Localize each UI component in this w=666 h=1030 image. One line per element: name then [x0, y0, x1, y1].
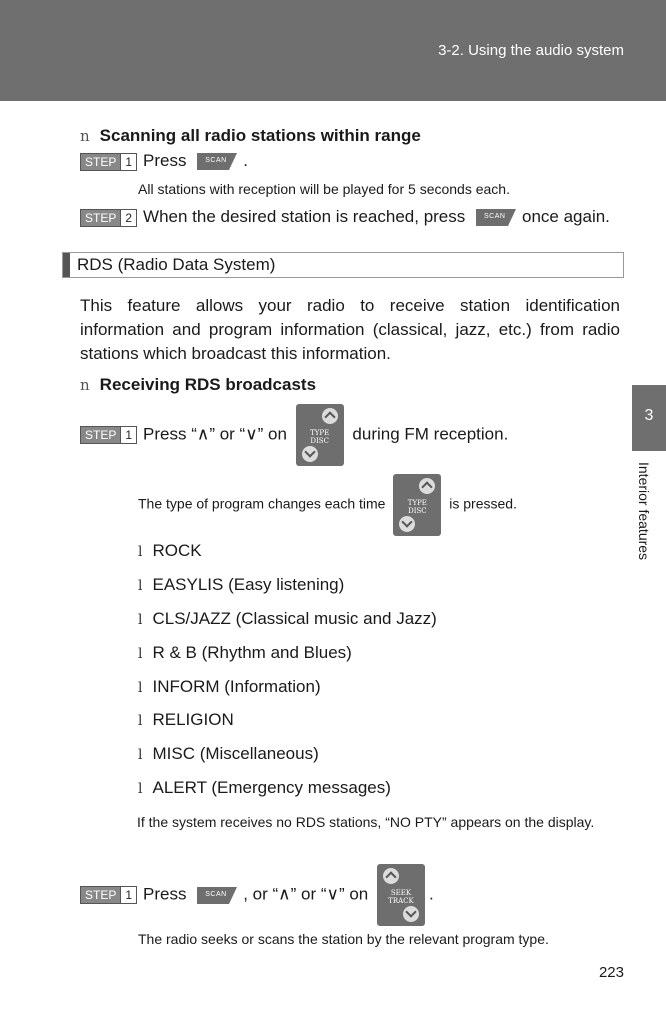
section-marker [63, 253, 70, 277]
list-item: l R & B (Rhythm and Blues) [138, 643, 352, 663]
step-text: Press [143, 884, 187, 904]
step-label: STEP [81, 887, 121, 903]
list-bullet: l [138, 781, 143, 797]
list-bullet: l [138, 713, 143, 729]
chapter-label: Interior features [636, 462, 652, 561]
step-text-end: . [243, 151, 248, 170]
list-item: l EASYLIS (Easy listening) [138, 575, 344, 595]
step-text: Press “∧” or “∨” on [143, 424, 287, 444]
program-type: MISC (Miscellaneous) [152, 744, 319, 763]
heading-bullet: n [80, 127, 90, 145]
chapter-tab: 3 [632, 385, 666, 451]
type-note-text-end: is pressed. [449, 495, 517, 512]
program-type: CLS/JAZZ (Classical music and Jazz) [152, 609, 437, 628]
program-type: ALERT (Emergency messages) [152, 778, 391, 797]
rds-intro: This feature allows your radio to receiv… [80, 296, 620, 363]
scan-button-label: SCAN [484, 213, 506, 221]
step-number: 1 [120, 887, 136, 903]
down-arrow-icon [301, 446, 318, 462]
step-label: STEP [81, 209, 121, 226]
list-bullet: l [138, 578, 143, 594]
step-text: Press [143, 151, 187, 170]
type-label: TYPE [310, 429, 330, 437]
disc-label: DISC [310, 437, 329, 445]
program-type: R & B (Rhythm and Blues) [152, 643, 352, 662]
step-text-end: during FM reception. [352, 424, 509, 444]
type-change-note: The type of program changes each time TY… [138, 474, 517, 536]
step-text-mid: , or “∧” or “∨” on [243, 884, 369, 904]
scan-button-icon: SCAN [474, 207, 518, 228]
list-item: l ALERT (Emergency messages) [138, 778, 391, 798]
list-item: l CLS/JAZZ (Classical music and Jazz) [138, 609, 437, 629]
list-bullet: l [138, 612, 143, 628]
track-label: TRACK [388, 897, 414, 905]
scan-heading-text: Scanning all radio stations within range [99, 126, 421, 145]
list-item: l RELIGION [138, 710, 234, 730]
seek-note: The radio seeks or scans the station by … [138, 931, 549, 947]
rds-title-text: RDS (Radio Data System) [77, 255, 276, 274]
list-item: l ROCK [138, 541, 202, 561]
list-bullet: l [138, 646, 143, 662]
step-number: 1 [120, 153, 136, 170]
disc-label: DISC [408, 507, 427, 515]
list-bullet: l [138, 680, 143, 696]
no-pty-note: If the system receives no RDS stations, … [137, 814, 595, 830]
up-arrow-icon [419, 478, 436, 494]
list-bullet: l [138, 544, 143, 560]
type-label: TYPE [407, 499, 427, 507]
page-number: 223 [598, 964, 624, 981]
scan-step-1-note: All stations with reception will be play… [138, 181, 510, 197]
up-arrow-icon [382, 868, 399, 884]
rds-receiving-heading: n Receiving RDS broadcasts [80, 375, 316, 395]
step-number: 1 [120, 427, 136, 443]
type-note-text: The type of program changes each time [138, 495, 386, 512]
rds-receiving-heading-text: Receiving RDS broadcasts [99, 375, 317, 394]
scan-heading: n Scanning all radio stations within rang… [80, 126, 421, 146]
down-arrow-icon [402, 906, 419, 922]
step-label: STEP [81, 427, 121, 443]
program-type: INFORM (Information) [152, 677, 321, 696]
program-type: EASYLIS (Easy listening) [152, 575, 345, 594]
step-text: When the desired station is reached, pre… [143, 207, 466, 226]
page-header: 3-2. Using the audio system [0, 0, 666, 101]
up-arrow-icon [321, 408, 338, 424]
chapter-number: 3 [644, 407, 654, 424]
list-bullet: l [138, 747, 143, 763]
seek-label: SEEK [390, 889, 412, 897]
list-item: l MISC (Miscellaneous) [138, 744, 319, 764]
list-item: l INFORM (Information) [138, 677, 321, 697]
scan-button-label: SCAN [205, 157, 227, 165]
heading-bullet: n [80, 376, 90, 394]
scan-button-icon: SCAN [195, 151, 239, 172]
step-label: STEP [81, 153, 121, 170]
chapter-title: 3-2. Using the audio system [438, 42, 624, 59]
step-number: 2 [120, 209, 136, 226]
step-text-end: . [428, 884, 434, 904]
step-text-end: once again. [522, 207, 610, 226]
scan-button-icon: SCAN [195, 885, 239, 906]
program-type: RELIGION [152, 710, 234, 729]
down-arrow-icon [399, 516, 416, 532]
rds-section-title: RDS (Radio Data System) [62, 252, 624, 278]
program-type: ROCK [152, 541, 202, 560]
scan-button-label: SCAN [205, 890, 227, 898]
